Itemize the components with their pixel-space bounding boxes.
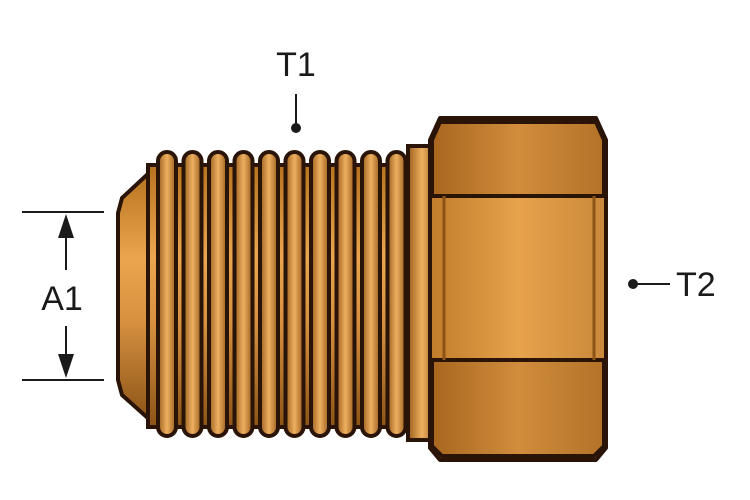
threaded-body — [116, 144, 438, 442]
a1-dimension: A1 — [22, 211, 104, 381]
thread-ridge — [156, 150, 178, 438]
a1-label: A1 — [41, 280, 83, 318]
thread-ridge — [334, 150, 357, 438]
t1-leader-dot — [291, 123, 301, 133]
hex-upper-flat — [430, 120, 606, 198]
a1-arrow-up-icon — [58, 214, 74, 238]
thread-ridge — [283, 150, 306, 438]
a1-arrow-down-icon — [58, 354, 74, 378]
thread-ridge — [360, 150, 382, 438]
thread-ridge — [385, 150, 408, 438]
thread-ridge — [207, 150, 229, 438]
t1-label: T1 — [276, 46, 316, 84]
hex-head — [428, 116, 608, 462]
hex-lower-flat — [430, 358, 606, 458]
thread-ridge — [232, 150, 255, 438]
t2-callout: T2 — [628, 266, 716, 304]
t2-leader-dot — [628, 279, 638, 289]
thread-ridge — [309, 150, 331, 438]
t1-callout: T1 — [276, 46, 316, 133]
nose-chamfer — [116, 170, 152, 422]
thread-ridge — [258, 150, 280, 438]
thread-ridge — [181, 150, 204, 438]
t2-label: T2 — [676, 266, 716, 304]
thread-ridges — [156, 150, 408, 438]
